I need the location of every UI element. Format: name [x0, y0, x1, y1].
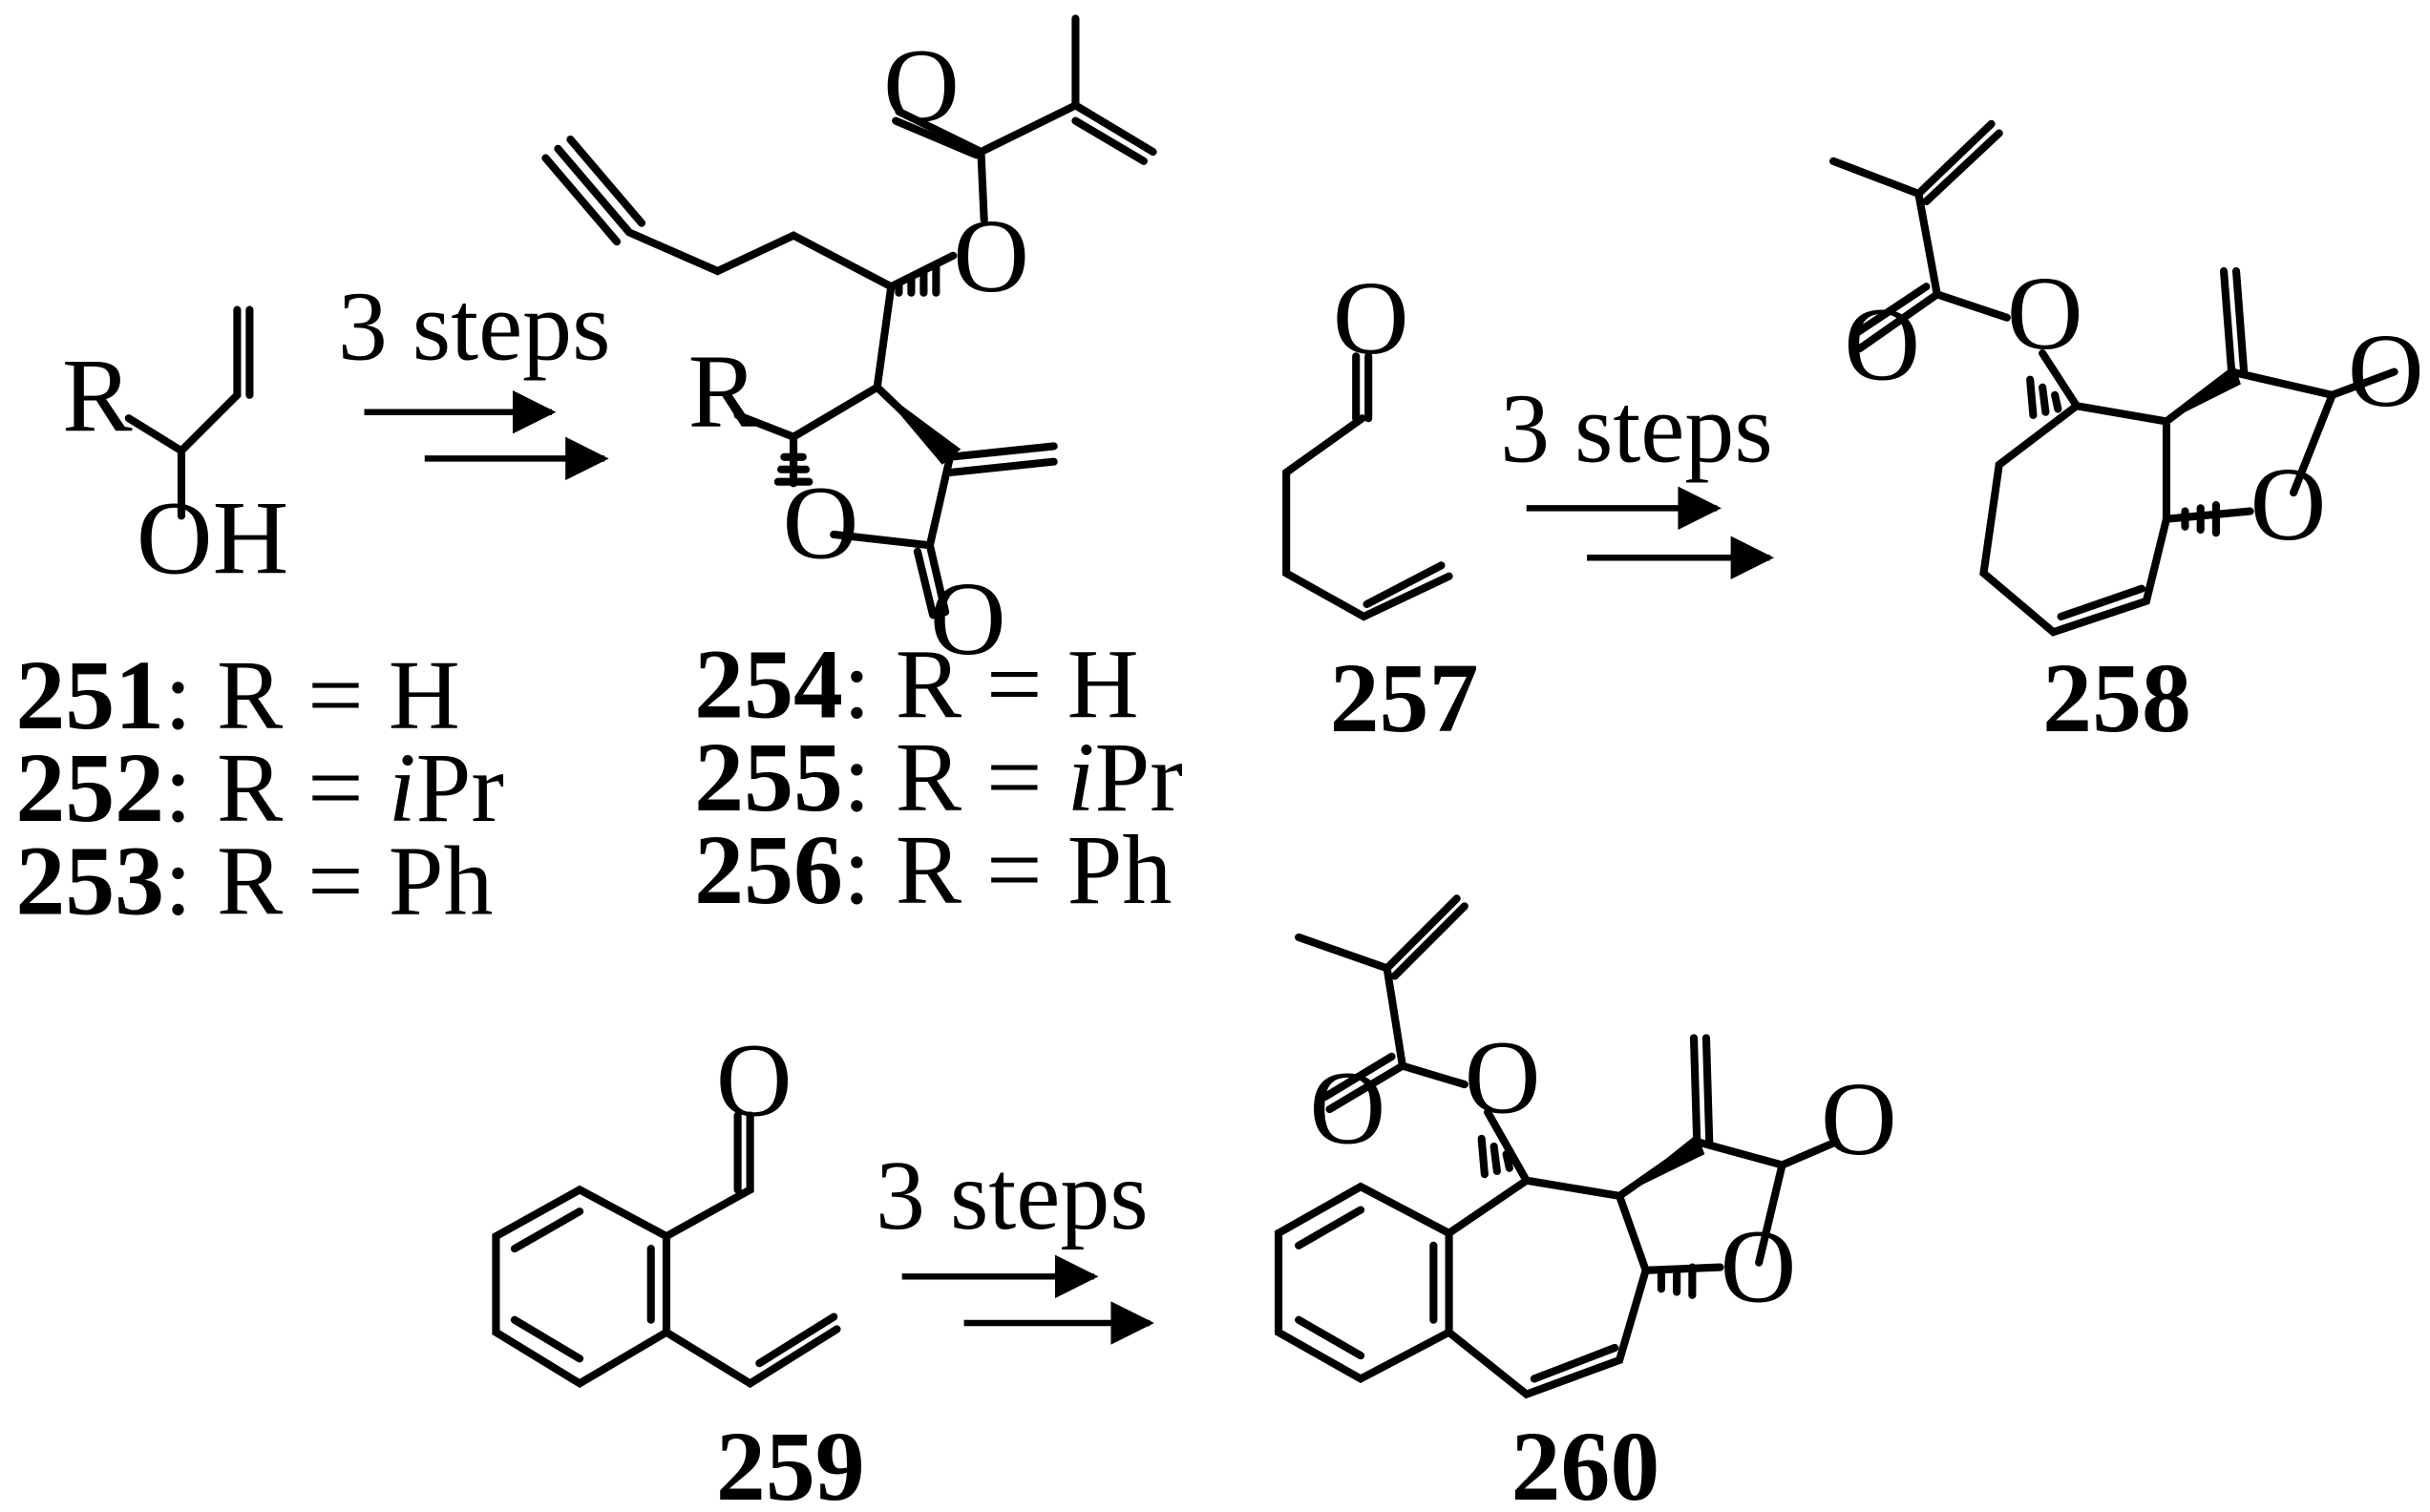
label-256: 256: R = Ph	[694, 815, 1172, 925]
reaction-2-label: 3 steps	[1500, 374, 1773, 484]
reaction-2: 3 steps	[1500, 374, 1775, 579]
atom-O: O	[2348, 312, 2424, 429]
atom-O: O	[883, 28, 960, 144]
reaction-1: 3 steps	[338, 272, 611, 481]
structure-259: O	[492, 1022, 841, 1389]
atom-R: R	[688, 332, 759, 449]
label-257: 257	[1330, 643, 1479, 753]
atom-O: O	[1310, 1050, 1386, 1166]
atom-O: O	[1333, 260, 1409, 376]
label-253: 253: R = Ph	[15, 827, 493, 936]
structure-254-256: O O R O O	[541, 14, 1157, 677]
atom-O: O	[783, 464, 859, 580]
compound-labels: 251: R = H 252: R = iPr 253: R = Ph 254:…	[15, 629, 2191, 1512]
label-259: 259	[716, 1412, 865, 1512]
structure-260: O O O O	[1274, 894, 1897, 1399]
atom-O: O	[2007, 255, 2083, 371]
reaction-1-label: 3 steps	[338, 272, 611, 382]
structure-251-253: R OH	[62, 305, 288, 596]
structure-258: O O O O	[1829, 119, 2424, 637]
atom-O: O	[930, 560, 1006, 677]
reaction-3-label: 3 steps	[876, 1141, 1149, 1250]
label-255: 255: R = iPr	[694, 723, 1183, 832]
label-260: 260	[1511, 1412, 1659, 1512]
atom-O: O	[1465, 1018, 1541, 1135]
label-254: 254: R = H	[694, 629, 1138, 739]
atom-O: O	[1844, 286, 1920, 403]
label-252: 252: R = iPr	[15, 733, 504, 843]
atom-O: O	[1821, 1060, 1897, 1177]
reaction-3: 3 steps	[876, 1141, 1154, 1345]
atom-R: R	[62, 337, 133, 453]
atom-O: O	[716, 1022, 792, 1139]
structure-257: O	[1282, 260, 1453, 621]
label-258: 258	[2042, 643, 2191, 753]
atom-O: O	[953, 198, 1029, 314]
label-251: 251: R = H	[15, 640, 459, 750]
atom-O: O	[2250, 446, 2327, 562]
atom-O: O	[1721, 1208, 1797, 1324]
atom-OH: OH	[137, 479, 288, 596]
